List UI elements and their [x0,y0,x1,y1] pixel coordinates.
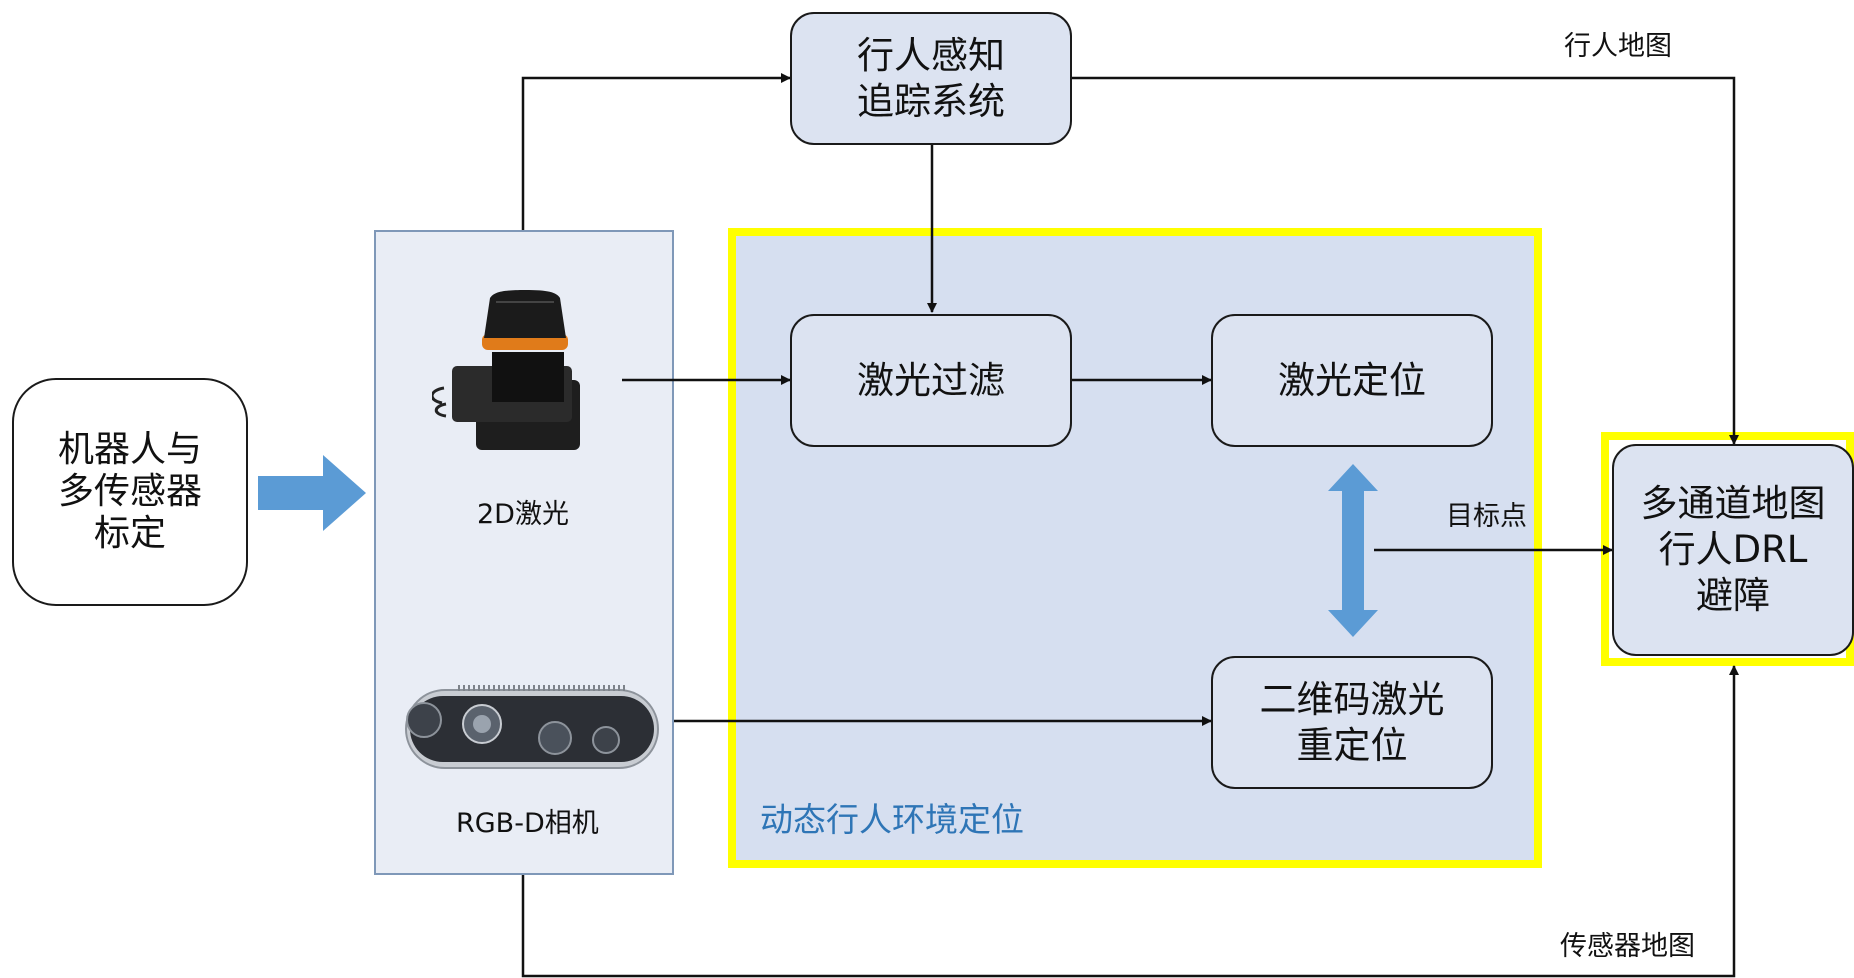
drl-box: 多通道地图 行人DRL 避障 [1612,444,1854,656]
sensor-map-arrow [521,665,1739,978]
rgbd-camera-label: RGB-D相机 [456,808,599,839]
tracking-box: 行人感知 追踪系统 [790,12,1072,145]
sensor-map-label: 传感器地图 [1560,931,1695,962]
sensor-to-tracking-arrow [521,73,791,230]
calibration-block-arrow [258,455,366,531]
qr-relocalization-box: 二维码激光 重定位 [1211,656,1493,789]
pedestrian-map-arrow [1070,76,1739,445]
lidar-label: 2D激光 [477,499,569,530]
lidar-image [432,290,580,450]
tracking-line-1: 行人感知 [857,33,1005,77]
drl-line-1: 多通道地图 [1640,482,1826,525]
laser-localization-label: 激光定位 [1278,358,1426,402]
rgbd-camera-image [405,685,659,769]
target-point-label: 目标点 [1446,501,1527,532]
laser-filter-box: 激光过滤 [790,314,1072,447]
pedestrian-map-label: 行人地图 [1564,31,1672,62]
calibration-line-2: 多传感器 [57,471,202,512]
tracking-line-2: 追踪系统 [857,79,1005,123]
relocalization-double-arrow [1328,464,1378,637]
drl-line-3: 避障 [1696,574,1770,617]
laser-localization-box: 激光定位 [1211,314,1493,447]
qr-relocalization-line-2: 重定位 [1296,723,1408,767]
calibration-line-3: 标定 [93,513,166,554]
qr-relocalization-line-1: 二维码激光 [1259,677,1445,721]
calibration-line-1: 机器人与 [57,429,202,470]
drl-line-2: 行人DRL [1658,528,1808,571]
laser-filter-label: 激光过滤 [857,358,1005,402]
localization-zone-title: 动态行人环境定位 [760,800,1024,839]
calibration-box: 机器人与 多传感器 标定 [12,378,248,606]
